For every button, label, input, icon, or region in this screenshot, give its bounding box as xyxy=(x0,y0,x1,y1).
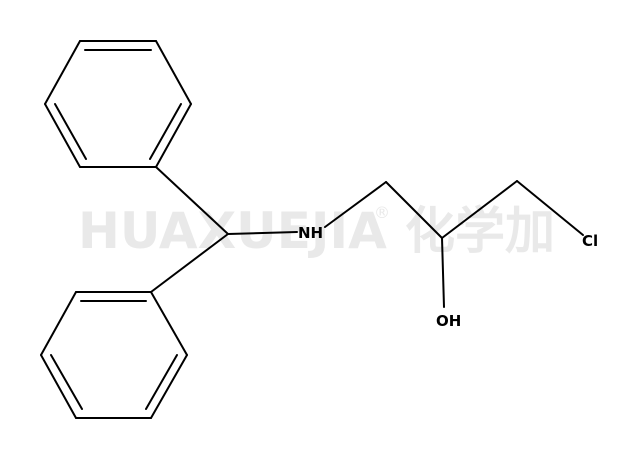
bond-nh-to-ch2 xyxy=(324,181,387,228)
bond xyxy=(150,354,188,419)
chain-bonds xyxy=(150,166,584,308)
double-bond-inner xyxy=(145,354,178,410)
atom-labels: NH OH Cl xyxy=(298,224,598,330)
oh-label: OH xyxy=(436,312,461,330)
bond xyxy=(44,103,81,168)
bond-ch2-to-choh xyxy=(385,181,443,239)
upper-phenyl-ring xyxy=(44,40,192,168)
bond xyxy=(155,103,192,168)
bond-choh-to-ch2cl xyxy=(441,180,518,239)
watermark-chinese-text: 化学加 xyxy=(405,202,555,260)
watermark: HUAXUEJIA ® 化学加 xyxy=(78,202,555,260)
double-bond-inner xyxy=(50,354,83,410)
bond xyxy=(150,291,188,356)
bond xyxy=(44,40,81,105)
cl-label: Cl xyxy=(582,232,598,250)
bond-upper-ring-to-methine xyxy=(155,166,229,235)
watermark-registered-mark: ® xyxy=(374,203,390,222)
lower-phenyl-ring xyxy=(40,291,188,419)
bond-lower-ring-to-methine xyxy=(150,233,229,293)
bond xyxy=(40,354,77,419)
nh-label: NH xyxy=(298,224,323,242)
bond-ch2-to-cl xyxy=(516,180,584,236)
bond-methine-to-nh xyxy=(227,231,298,235)
bond xyxy=(40,291,77,356)
bond-choh-to-oh xyxy=(441,237,445,308)
watermark-latin-text: HUAXUEJIA xyxy=(78,202,387,260)
double-bond-inner xyxy=(54,103,87,160)
bond xyxy=(155,40,192,105)
double-bond-inner xyxy=(149,103,182,160)
